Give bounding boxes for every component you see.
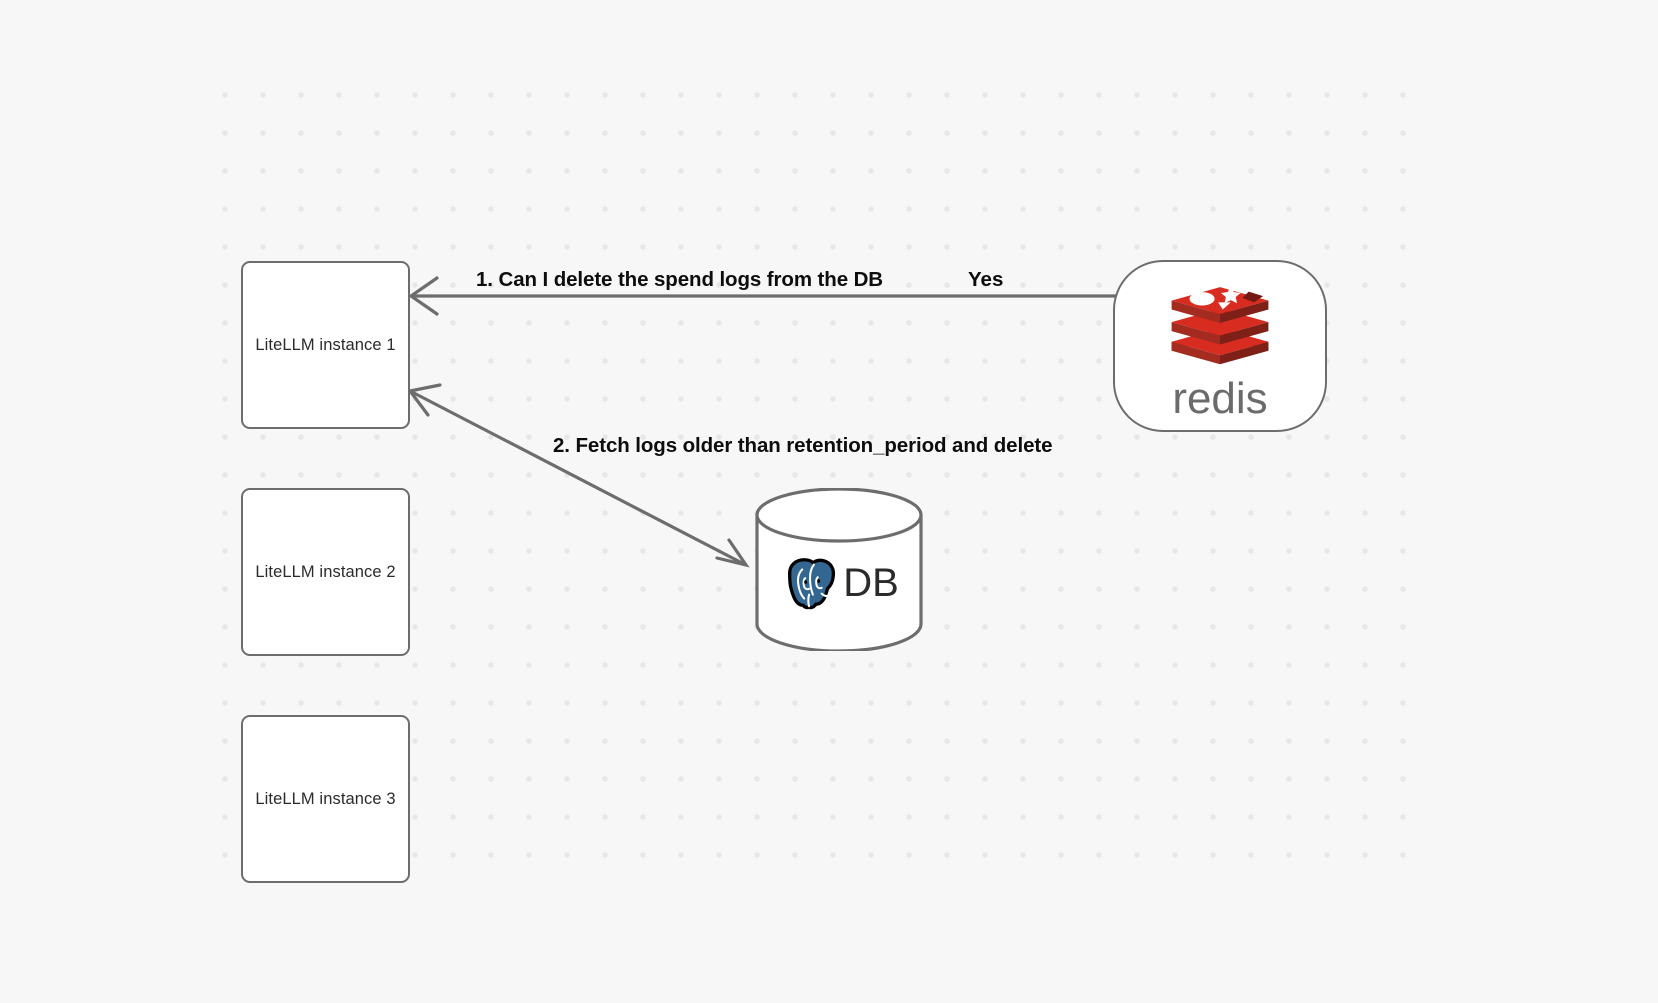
edge-2-label: 2. Fetch logs older than retention_perio… <box>553 434 1053 457</box>
node-litellm-instance-1[interactable]: LiteLLM instance 1 <box>241 261 410 429</box>
database-cylinder-shape <box>755 488 923 651</box>
edge-2-arrowhead-lower <box>715 538 750 568</box>
node-redis[interactable]: redis <box>1113 260 1327 432</box>
node-litellm-instance-2[interactable]: LiteLLM instance 2 <box>241 488 410 656</box>
node-litellm-instance-3[interactable]: LiteLLM instance 3 <box>241 715 410 883</box>
edge-2-line <box>407 383 750 568</box>
node-litellm-instance-2-label: LiteLLM instance 2 <box>255 562 396 581</box>
db-label: DB <box>843 560 899 605</box>
redis-logo-icon <box>1171 286 1269 365</box>
node-postgres-db[interactable]: DB <box>752 488 926 651</box>
node-litellm-instance-3-label: LiteLLM instance 3 <box>255 789 396 808</box>
edge-1-label: 1. Can I delete the spend logs from the … <box>476 268 884 291</box>
edge-1-response-label: Yes <box>968 268 1004 291</box>
node-litellm-instance-1-label: LiteLLM instance 1 <box>255 335 396 354</box>
edge-2-arrowhead-upper <box>407 383 442 417</box>
redis-wordmark: redis <box>1172 374 1268 423</box>
postgresql-elephant-logo-icon <box>788 557 836 609</box>
edge-1-arrowhead-left <box>408 276 439 316</box>
